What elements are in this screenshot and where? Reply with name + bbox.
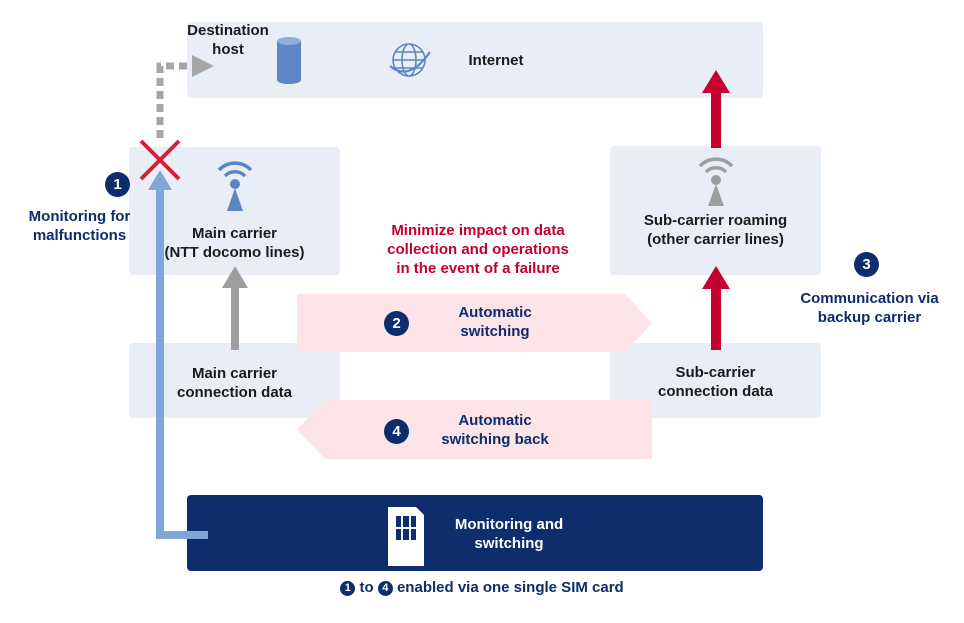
sub-connection-data-label: Sub-carrier connection data xyxy=(657,364,773,400)
step-2-label: Automatic switching xyxy=(458,304,532,340)
sim-card-icon xyxy=(388,507,424,566)
footer-badge-from: 1 xyxy=(340,580,356,596)
sub-carrier-label: Sub-carrier roaming (other carrier lines… xyxy=(643,212,788,248)
main-connection-data-box xyxy=(129,343,340,418)
step-1-label: Monitoring for malfunctions xyxy=(28,208,131,244)
footer-badge-to: 4 xyxy=(377,580,393,596)
globe-icon xyxy=(389,43,431,77)
failure-x-icon xyxy=(139,139,181,181)
main-carrier-label: Main carrier (NTT docomo lines) xyxy=(164,225,305,261)
step-3-badge: 3 xyxy=(854,252,879,277)
sub-antenna-icon xyxy=(698,157,734,206)
footer-text-mid: to xyxy=(359,579,374,596)
step-4-badge: 4 xyxy=(384,419,409,444)
destination-host-label: Destination host xyxy=(187,22,269,58)
step-3-label: Communication via backup carrier xyxy=(800,290,939,326)
sub-data-arrowhead xyxy=(702,266,730,289)
main-data-arrowhead xyxy=(222,266,248,288)
internet-label: Internet xyxy=(468,52,524,69)
footer-text-end: enabled via one single SIM card xyxy=(396,579,624,596)
monitoring-path-arrow xyxy=(156,188,208,539)
monitoring-arrowhead xyxy=(148,170,172,190)
main-antenna-icon xyxy=(217,161,253,211)
step-4-label: Automatic switching back xyxy=(441,412,549,448)
database-icon xyxy=(277,37,301,84)
monitoring-switching-box xyxy=(187,495,763,571)
step-2-badge: 2 xyxy=(384,311,409,336)
main-connection-data-label: Main carrier connection data xyxy=(176,365,292,401)
automatic-switching-back-arrow xyxy=(297,400,652,459)
impact-note: Minimize impact on data collection and o… xyxy=(387,222,569,277)
step-1-badge: 1 xyxy=(105,172,130,197)
internet-arrow-shaft xyxy=(711,90,721,148)
sub-data-arrow-shaft xyxy=(711,286,721,350)
internet-arrowhead xyxy=(702,70,730,93)
main-data-arrow-shaft xyxy=(231,286,239,350)
footer-note: 1 to 4 enabled via one single SIM card xyxy=(0,579,964,596)
automatic-switching-arrow xyxy=(297,294,652,352)
destination-dashed-path xyxy=(156,62,192,138)
monitoring-switching-label: Monitoring and switching xyxy=(454,516,564,552)
destination-arrowhead xyxy=(192,55,214,77)
